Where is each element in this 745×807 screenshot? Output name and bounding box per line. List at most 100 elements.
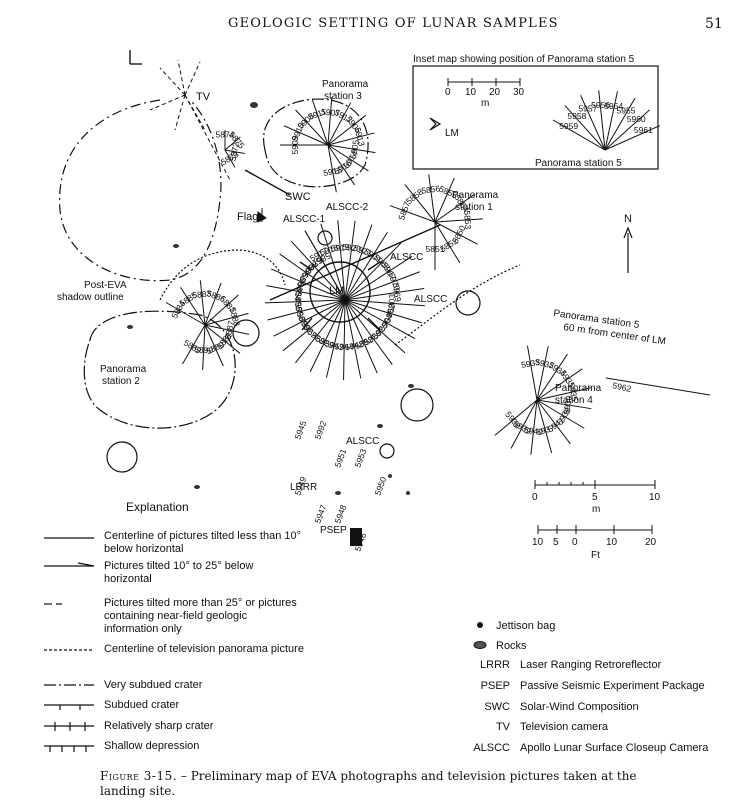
photo-ray [434, 194, 475, 223]
lm-shape [299, 261, 381, 331]
legend-item: Centerline of television panorama pictur… [104, 643, 304, 655]
psep-label: PSEP [320, 525, 347, 536]
inset-photo-ray [604, 97, 636, 151]
inset-tick-30: 30 [513, 87, 525, 98]
alscc-label-se: ALSCC [414, 294, 447, 305]
photo-number: 5856 [421, 183, 441, 195]
tv-ray [149, 94, 186, 111]
lrrr-label: LRRR [290, 482, 317, 493]
photo-ray [344, 231, 388, 301]
inset-photo-ray [604, 91, 618, 151]
rocks-icon [335, 491, 341, 495]
scale-m-0: 0 [532, 492, 538, 503]
photo-ray [344, 220, 356, 301]
photo-ray [536, 399, 592, 410]
photo-number: 5913 [352, 126, 366, 147]
north-arrow [623, 226, 633, 273]
photo-ray [344, 299, 393, 365]
photo-number: 5890 [194, 344, 214, 355]
inset-photo-ray [580, 94, 606, 151]
inset-lm-label: LM [445, 128, 459, 139]
photo-number: 5933 [520, 357, 541, 370]
legend-item: Subdued crater [104, 699, 180, 711]
inset-scale-bar [447, 78, 521, 86]
legend-item: Very subdued crater [104, 679, 203, 691]
photo-number: 5950 [372, 475, 388, 496]
photo-ray [309, 299, 346, 373]
photo-ray [327, 144, 376, 154]
station2-label-b: station 2 [102, 376, 140, 387]
photo-number: 5943 [324, 338, 345, 352]
station3-outline [262, 98, 369, 188]
caption-text: – Preliminary map of EVA photographs and… [100, 769, 637, 798]
scale-m-10: 10 [649, 492, 661, 503]
jettison-bag-icon [477, 622, 483, 628]
photo-number: 5953 [352, 447, 368, 468]
crater [455, 290, 481, 316]
photo-number: 5944 [335, 341, 354, 351]
station3-label-a: Panorama [322, 79, 369, 90]
post-eva-label: Post-EVA [84, 280, 127, 291]
photo-ray [344, 224, 373, 301]
inset-photo-number: 5956 [591, 100, 610, 110]
inset-photo-ray [552, 119, 606, 151]
photo-number: 5887 [222, 320, 236, 341]
legend-item: Relatively sharp crater [104, 720, 214, 732]
photo-ray [182, 324, 206, 365]
scale-ft-unit: Ft [591, 550, 600, 561]
photo-ray [282, 299, 346, 352]
photo-ray [224, 149, 245, 154]
station1-label-b: station 1 [455, 202, 493, 213]
inset-photo-number: 5957 [578, 104, 597, 114]
legend-item: Centerline of pictures tilted less than … [104, 530, 302, 555]
photo-ray [204, 324, 241, 354]
tv-label: TV [196, 91, 211, 103]
inset-photo-number: 5960 [627, 114, 646, 124]
rocks-icon [473, 641, 487, 649]
photo-ray [530, 399, 538, 455]
photo-ray [204, 324, 224, 367]
photo-ray [536, 399, 571, 445]
inset-scale-unit: m [481, 98, 489, 109]
photo-number: 5992 [312, 419, 328, 440]
photo-ray [494, 399, 538, 436]
rocks-icon [377, 424, 383, 428]
inset-station-label: Panorama station 5 [535, 158, 622, 169]
photo-ray [428, 174, 436, 223]
scale-ft-0: 0 [572, 537, 578, 548]
rocks-icon [127, 325, 133, 329]
photo-number: 5853 [462, 210, 473, 230]
swc-label: SWC [285, 191, 311, 203]
photo-ray [536, 353, 568, 401]
photo-number: 5883 [192, 288, 212, 300]
station4-label-a: Panorama [555, 383, 602, 394]
photo-ray [327, 102, 352, 146]
photo-number: 5945 [292, 419, 308, 440]
figure-number: Figure 3-15. [100, 769, 178, 783]
photo-number: 5935 [566, 381, 580, 402]
photo-number: 5895 [293, 292, 304, 312]
photo-ray [605, 377, 711, 396]
photo-ray [267, 299, 346, 321]
photo-ray [311, 99, 329, 146]
station4-label-b: station 4 [555, 395, 593, 406]
north-label: N [624, 213, 632, 225]
photo-number: 5888 [228, 307, 243, 328]
inset-photo-number: 5954 [604, 101, 623, 111]
photo-ray [266, 285, 346, 301]
photo-ray [295, 109, 329, 146]
inset-lm-symbol [429, 117, 442, 131]
inset-tick-0: 0 [445, 87, 451, 98]
inset-photo-ray [604, 109, 650, 151]
lm-label: LM [329, 285, 344, 297]
photo-ray [290, 240, 346, 301]
photo-ray [344, 299, 416, 340]
photo-ray [295, 299, 346, 364]
photo-number: 5896 [293, 301, 307, 322]
rocks-icon [173, 244, 179, 248]
photo-ray [526, 345, 538, 401]
photo-ray [204, 312, 249, 326]
